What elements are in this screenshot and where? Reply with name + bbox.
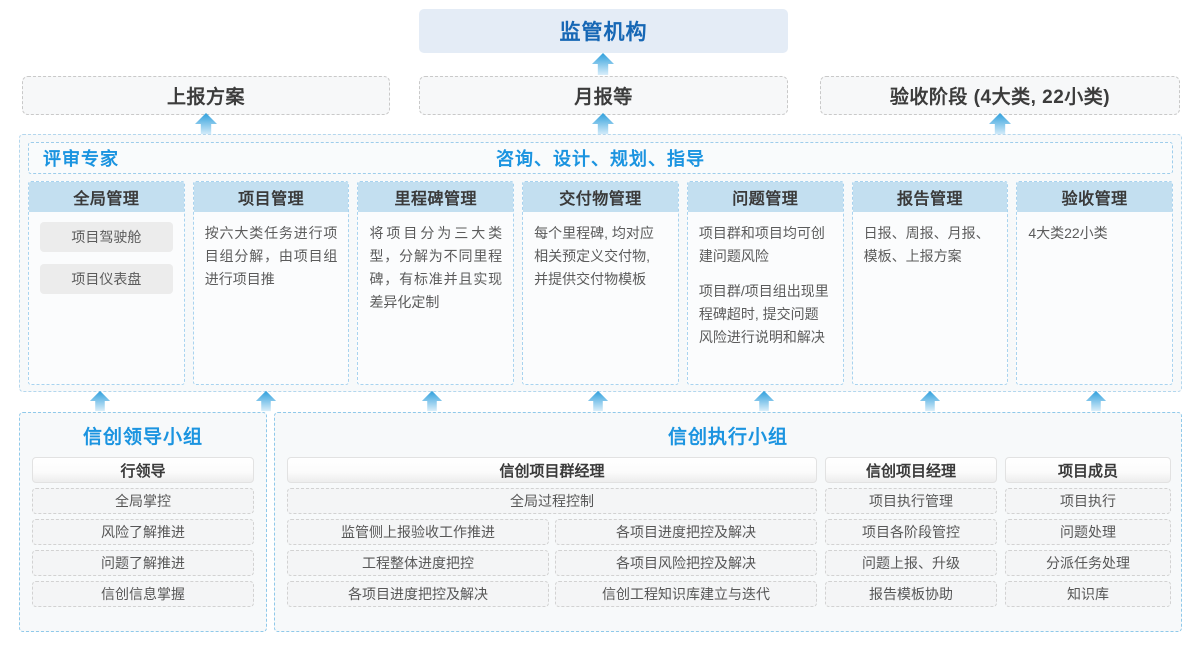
column-paragraph: 按六大类任务进行项目组分解，由项目组进行项目推 (204, 225, 338, 287)
task-item[interactable]: 项目执行 (1005, 488, 1171, 514)
column-paragraph: 项目群/项目组出现里程碑超时, 提交问题风险进行说明和解决 (698, 283, 829, 345)
task-item[interactable]: 全局过程控制 (287, 488, 817, 514)
review-expert-label: 评审专家 (43, 149, 119, 169)
task-item[interactable]: 各项目风险把控及解决 (555, 550, 817, 576)
arrow-up-icon (753, 390, 775, 412)
arrow-up-icon (421, 390, 443, 412)
task-item[interactable]: 信创信息掌握 (32, 581, 254, 607)
task-item[interactable]: 知识库 (1005, 581, 1171, 607)
role-column-project-manager: 信创项目经理 项目执行管理 项目各阶段管控 问题上报、升级 报告模板协助 (825, 457, 997, 607)
column-paragraph: 日报、周报、月报、模板、上报方案 (863, 225, 990, 264)
submission-box-2: 月报等 (419, 76, 788, 115)
consulting-label: 咨询、设计、规划、指导 (496, 149, 705, 169)
column-project-management[interactable]: 项目管理 按六大类任务进行项目组分解，由项目组进行项目推 (192, 181, 350, 385)
arrow-up-icon (919, 390, 941, 412)
task-item[interactable]: 报告模板协助 (825, 581, 997, 607)
role-column-project-member: 项目成员 项目执行 问题处理 分派任务处理 知识库 (1005, 457, 1171, 607)
task-item[interactable]: 项目执行管理 (825, 488, 997, 514)
column-milestone-management[interactable]: 里程碑管理 将项目分为三大类型，分解为不同里程碑，有标准并且实现差异化定制 (357, 181, 515, 385)
pill-item[interactable]: 项目仪表盘 (40, 264, 173, 294)
task-item[interactable]: 项目各阶段管控 (825, 519, 997, 545)
execution-group: 信创执行小组 信创项目群经理 全局过程控制 监管侧上报验收工作推进 各项目进度把… (274, 412, 1182, 632)
task-item[interactable]: 全局掌控 (32, 488, 254, 514)
role-header: 行领导 (32, 457, 254, 483)
role-column-program-manager: 信创项目群经理 全局过程控制 监管侧上报验收工作推进 各项目进度把控及解决 工程… (287, 457, 817, 607)
column-issue-management[interactable]: 问题管理 项目群和项目均可创建问题风险 项目群/项目组出现里程碑超时, 提交问题… (686, 181, 844, 385)
submission-label-3: 验收阶段 (4大类, 22小类) (889, 87, 1111, 108)
pill-item[interactable]: 项目驾驶舱 (40, 222, 173, 252)
function-columns: 全局管理 项目驾驶舱 项目仪表盘 项目管理 按六大类任务进行项目组分解，由项目组… (28, 181, 1174, 385)
column-title: 验收管理 (1017, 182, 1173, 212)
arrow-up-icon (591, 53, 615, 75)
task-item[interactable]: 监管侧上报验收工作推进 (287, 519, 549, 545)
submission-label-2: 月报等 (574, 87, 633, 108)
column-acceptance-management[interactable]: 验收管理 4大类22小类 (1016, 181, 1174, 385)
task-item[interactable]: 各项目进度把控及解决 (555, 519, 817, 545)
column-deliverable-management[interactable]: 交付物管理 每个里程碑, 均对应相关预定义交付物, 并提供交付物模板 (522, 181, 679, 385)
arrow-up-icon (591, 113, 615, 135)
role-header: 项目成员 (1005, 457, 1171, 483)
column-title: 问题管理 (687, 182, 843, 212)
leading-group-title: 信创领导小组 (82, 427, 203, 448)
column-title: 交付物管理 (523, 182, 678, 212)
column-title: 报告管理 (852, 182, 1008, 212)
platform-band: 评审专家 咨询、设计、规划、指导 全局管理 项目驾驶舱 项目仪表盘 项目管理 按… (19, 134, 1182, 392)
task-item[interactable]: 问题了解推进 (32, 550, 254, 576)
column-global-management[interactable]: 全局管理 项目驾驶舱 项目仪表盘 (28, 181, 185, 385)
submission-label-1: 上报方案 (166, 87, 245, 108)
task-item[interactable]: 信创工程知识库建立与迭代 (555, 581, 817, 607)
arrow-up-icon (89, 390, 111, 412)
arrow-up-icon (587, 390, 609, 412)
column-title: 里程碑管理 (358, 182, 514, 212)
submission-box-3: 验收阶段 (4大类, 22小类) (820, 76, 1180, 115)
task-item[interactable]: 工程整体进度把控 (287, 550, 549, 576)
arrow-up-icon (988, 113, 1012, 135)
submission-box-1: 上报方案 (22, 76, 390, 115)
task-item[interactable]: 各项目进度把控及解决 (287, 581, 549, 607)
column-paragraph: 项目群和项目均可创建问题风险 (698, 225, 825, 264)
column-report-management[interactable]: 报告管理 日报、周报、月报、模板、上报方案 (851, 181, 1009, 385)
leading-group: 信创领导小组 行领导 全局掌控 风险了解推进 问题了解推进 信创信息掌握 (19, 412, 267, 632)
column-paragraph: 4大类22小类 (1028, 225, 1108, 241)
band-header: 评审专家 咨询、设计、规划、指导 (28, 142, 1173, 174)
column-title: 项目管理 (193, 182, 349, 212)
role-header: 信创项目群经理 (287, 457, 817, 483)
column-paragraph: 每个里程碑, 均对应相关预定义交付物, 并提供交付物模板 (534, 225, 654, 287)
task-item[interactable]: 风险了解推进 (32, 519, 254, 545)
arrow-up-icon (1085, 390, 1107, 412)
arrow-up-icon (194, 113, 218, 135)
execution-group-title: 信创执行小组 (667, 427, 788, 448)
regulator-label: 监管机构 (559, 21, 648, 44)
column-paragraph: 将项目分为三大类型，分解为不同里程碑，有标准并且实现差异化定制 (369, 225, 503, 310)
task-item[interactable]: 分派任务处理 (1005, 550, 1171, 576)
regulator-box: 监管机构 (419, 9, 788, 53)
arrow-up-icon (255, 390, 277, 412)
task-item[interactable]: 问题处理 (1005, 519, 1171, 545)
task-item[interactable]: 问题上报、升级 (825, 550, 997, 576)
role-header: 信创项目经理 (825, 457, 997, 483)
column-title: 全局管理 (29, 182, 184, 212)
